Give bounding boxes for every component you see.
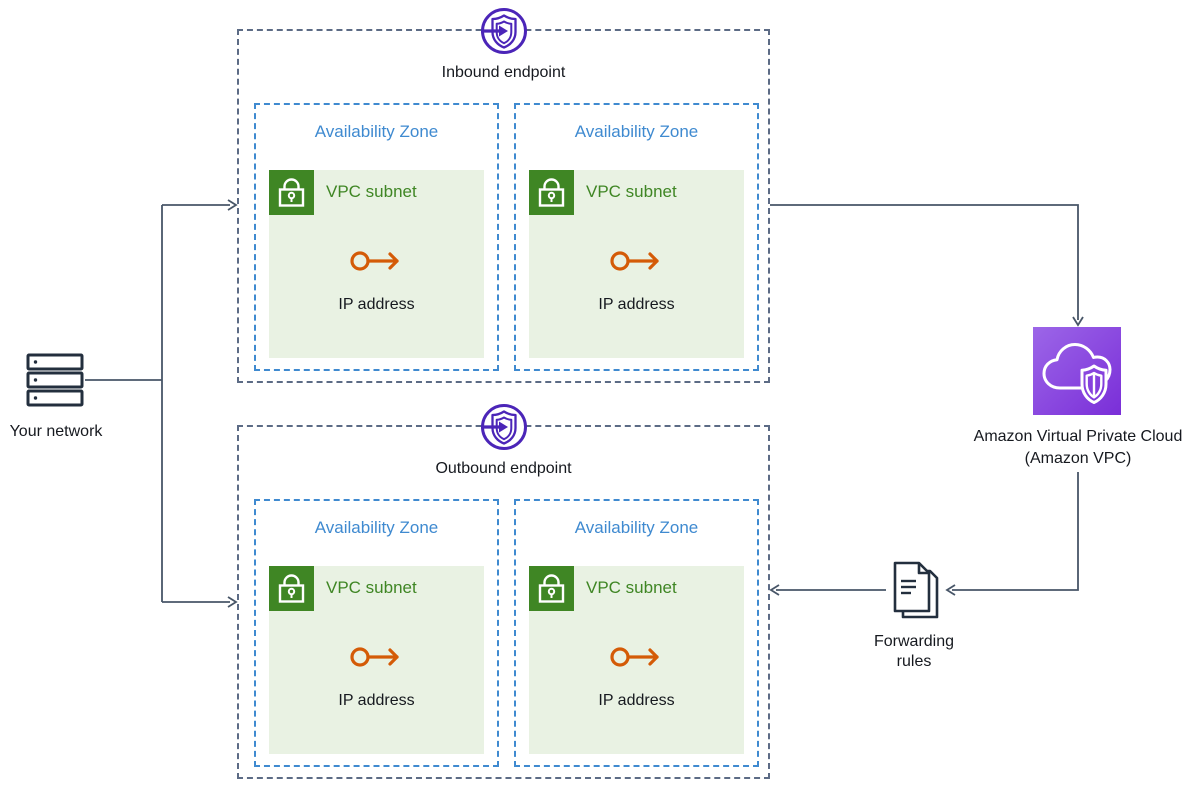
lock-icon [529, 566, 574, 611]
inbound-endpoint-label: Inbound endpoint [441, 64, 566, 81]
forwarding-rules-label-line1: Forwarding [873, 633, 955, 650]
availability-zone-label: Availability Zone [574, 518, 699, 537]
outbound-availability-zone-1: Availability Zone VPC subnet [254, 499, 499, 767]
ip-arrow-icon [609, 647, 659, 667]
ip-arrow-icon [349, 647, 399, 667]
outbound-endpoint-box: Outbound endpoint Availability Zone VPC … [237, 404, 770, 779]
vpc-subnet-label: VPC subnet [326, 578, 417, 597]
ip-address-label: IP address [598, 692, 675, 709]
server-stack-icon [26, 353, 84, 407]
shield-endpoint-icon [480, 404, 527, 450]
ip-address-label: IP address [598, 296, 675, 313]
lock-icon [269, 170, 314, 215]
arrowhead-outbound-right [769, 584, 780, 596]
arrowhead-outbound [227, 596, 238, 608]
availability-zone-label: Availability Zone [314, 518, 439, 537]
availability-zone-label: Availability Zone [314, 122, 439, 141]
arrowhead-inbound [227, 199, 238, 211]
ip-arrow-icon [349, 251, 399, 271]
vpc-subnet-label: VPC subnet [326, 182, 417, 201]
connector-vpc-to-forwarding [952, 472, 1079, 591]
vpc-cloud-shield-icon [1033, 327, 1121, 415]
vpc-subnet-box: VPC subnet IP address [529, 170, 744, 358]
arrowhead-vpc [1072, 316, 1084, 327]
connector-inbound-to-vpc [770, 204, 1079, 320]
inbound-availability-zone-1: Availability Zone VPC subnet [254, 103, 499, 371]
outbound-endpoint-label: Outbound endpoint [435, 460, 572, 477]
vpc-subnet-box: VPC subnet IP address [529, 566, 744, 754]
vpc-subnet-box: VPC subnet IP address [269, 566, 484, 754]
lock-icon [529, 170, 574, 215]
ip-arrow-icon [609, 251, 659, 271]
forwarding-rules-label-line2: rules [896, 653, 932, 670]
ip-address-label: IP address [338, 692, 415, 709]
amazon-vpc-label-line1: Amazon Virtual Private Cloud [973, 428, 1183, 445]
inbound-availability-zone-2: Availability Zone VPC subnet [514, 103, 759, 371]
outbound-availability-zone-2: Availability Zone VPC subnet [514, 499, 759, 767]
amazon-vpc-label-line2: (Amazon VPC) [1024, 450, 1132, 467]
amazon-vpc-label: Amazon Virtual Private Cloud (Amazon VPC… [950, 426, 1200, 470]
lock-icon [269, 566, 314, 611]
ip-address-label: IP address [338, 296, 415, 313]
vpc-subnet-label: VPC subnet [586, 578, 677, 597]
vpc-subnet-label: VPC subnet [586, 182, 677, 201]
documents-icon [893, 561, 939, 619]
shield-endpoint-icon [480, 8, 527, 54]
arrowhead-forwarding [945, 584, 956, 596]
forwarding-rules-label: Forwarding rules [858, 632, 970, 672]
your-network-label: Your network [9, 423, 103, 440]
availability-zone-label: Availability Zone [574, 122, 699, 141]
inbound-endpoint-box: Inbound endpoint Availability Zone VPC s… [237, 8, 770, 383]
vpc-subnet-box: VPC subnet IP address [269, 170, 484, 358]
